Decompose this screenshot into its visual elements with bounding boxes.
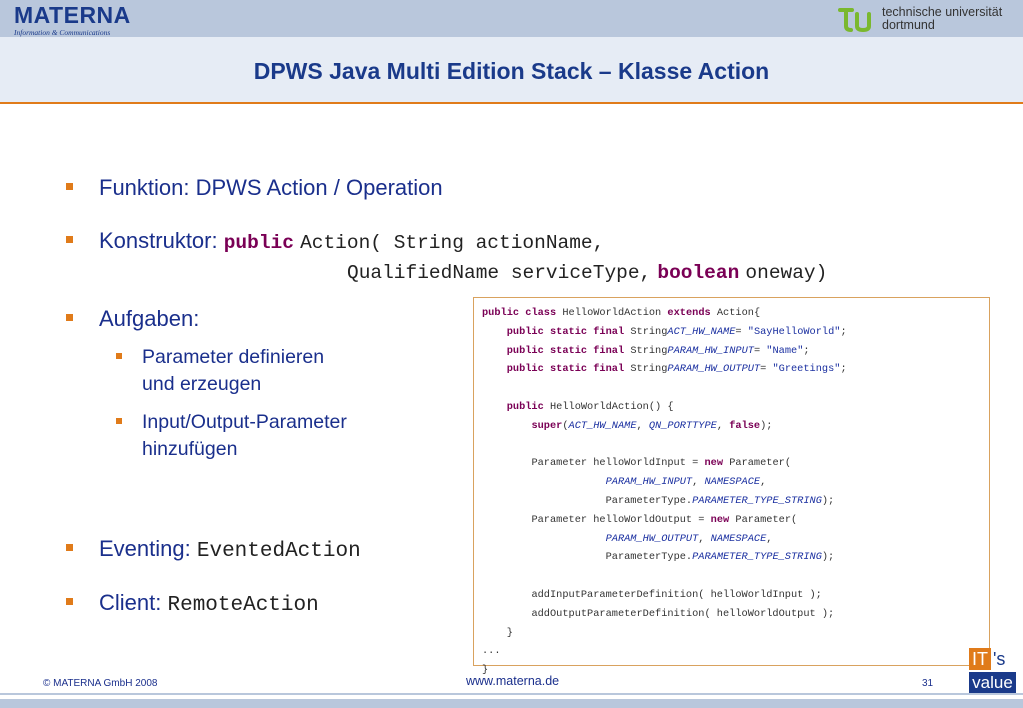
- client-class: RemoteAction: [167, 594, 319, 617]
- bullet-funktion: Funktion: DPWS Action / Operation: [99, 175, 443, 200]
- bullet-konstruktor: Konstruktor: public Action( String actio…: [99, 228, 604, 254]
- sub-bullet-1-line2: und erzeugen: [142, 373, 262, 395]
- bullet-marker: [66, 314, 73, 321]
- konstruktor-label: Konstruktor:: [99, 228, 218, 253]
- footer-band: [0, 699, 1023, 708]
- sub-bullet-1-line1: Parameter definieren: [142, 346, 325, 368]
- its-value-it: IT: [969, 648, 991, 670]
- page-number: 31: [922, 678, 934, 689]
- materna-logo-subtitle: Information & Communications: [14, 28, 111, 37]
- konstruktor-service-type: QualifiedName serviceType,: [347, 262, 652, 284]
- materna-logo: MATERNA Information & Communications: [14, 2, 131, 38]
- header-band: [0, 0, 1023, 104]
- eventing-class: EventedAction: [196, 540, 361, 563]
- page-title: DPWS Java Multi Edition Stack – Klasse A…: [253, 58, 770, 84]
- its-value-logo: IT 's value: [969, 648, 1016, 694]
- tu-logo-text: technische universität dortmund: [882, 6, 1002, 32]
- konstruktor-oneway: oneway): [745, 262, 828, 284]
- tu-logo-line2: dortmund: [882, 18, 935, 32]
- tu-dortmund-logo: technische universität dortmund: [838, 6, 1002, 32]
- konstruktor-signature-line2: QualifiedName serviceType, boolean onewa…: [347, 258, 827, 284]
- sub-bullet-input-output: Input/Output-Parameter hinzufügen: [142, 409, 347, 463]
- website-link[interactable]: www.materna.de: [466, 674, 560, 688]
- konstruktor-boolean-keyword: boolean: [657, 262, 740, 284]
- client-label: Client:: [99, 590, 162, 615]
- bullet-client: Client: RemoteAction: [99, 590, 319, 617]
- code-listing-box: public class HelloWorldAction extends Ac…: [473, 297, 990, 676]
- konstruktor-signature-line1: Action( String actionName,: [300, 232, 605, 254]
- sub-bullet-marker: [116, 353, 122, 359]
- code-listing: public class HelloWorldAction extends Ac…: [482, 307, 847, 677]
- footer-divider: [0, 693, 1023, 695]
- bullet-marker: [66, 544, 73, 551]
- eventing-label: Eventing:: [99, 536, 191, 561]
- tu-logo-line1: technische universität: [882, 5, 1003, 19]
- bullet-marker: [66, 598, 73, 605]
- bullet-eventing: Eventing: EventedAction: [99, 536, 361, 563]
- sub-bullet-2-line1: Input/Output-Parameter: [142, 411, 347, 433]
- bullet-aufgaben: Aufgaben:: [99, 306, 200, 331]
- konstruktor-public-keyword: public: [223, 232, 294, 254]
- sub-bullet-marker: [116, 418, 122, 424]
- its-value-s: 's: [993, 649, 1006, 669]
- sub-bullet-2-line2: hinzufügen: [142, 438, 238, 460]
- bullet-marker: [66, 236, 73, 243]
- tu-logo-icon: [838, 8, 871, 32]
- sub-bullet-parameter-definieren: Parameter definieren und erzeugen: [142, 344, 324, 398]
- its-value-value: value: [969, 672, 1016, 694]
- header-divider: [0, 102, 1023, 104]
- materna-logo-name: MATERNA: [14, 2, 131, 28]
- bullet-marker: [66, 183, 73, 190]
- copyright-text: © MATERNA GmbH 2008: [43, 678, 158, 689]
